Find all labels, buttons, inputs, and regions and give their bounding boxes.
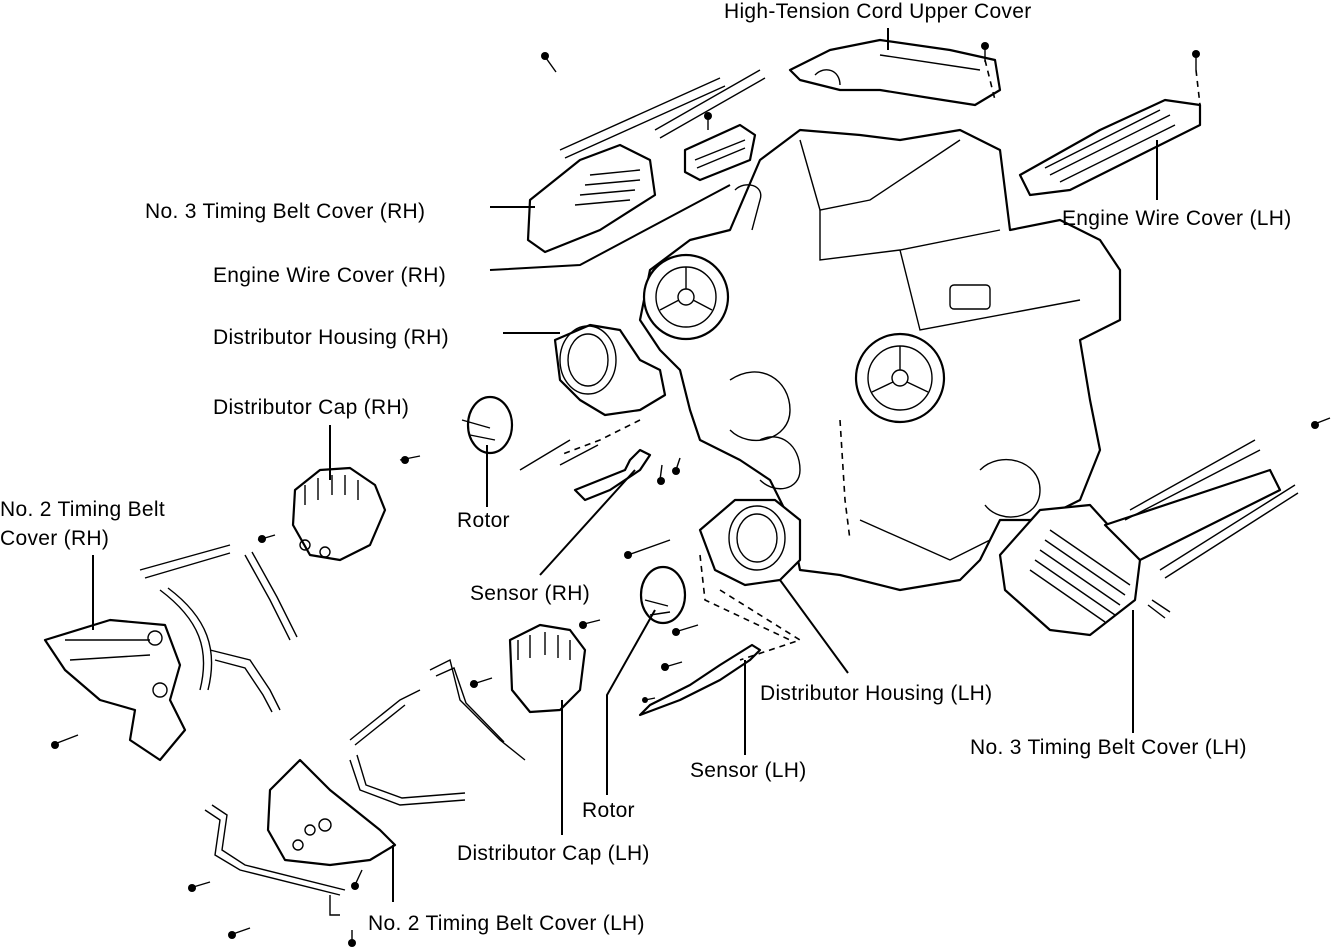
sensor-rh [519, 439, 652, 502]
bolts [51, 42, 1331, 947]
label-rotor-lh: Rotor [582, 799, 635, 822]
no2-timing-belt-cover-lh [204, 658, 526, 916]
no2-timing-belt-cover-rh [43, 544, 298, 762]
label-no2-timing-belt-cover-rh-line1: No. 2 Timing Belt [0, 498, 165, 521]
leader-lines [92, 28, 1158, 902]
engine-wire-cover-lh [1018, 98, 1202, 197]
label-distributor-cap-lh: Distributor Cap (LH) [457, 842, 650, 865]
distributor-housing-lh [698, 498, 802, 587]
no3-timing-belt-cover-lh [998, 439, 1299, 637]
labels: High-Tension Cord Upper Cover No. 3 Timi… [0, 0, 1292, 935]
label-distributor-housing-rh: Distributor Housing (RH) [213, 326, 449, 349]
label-no2-timing-belt-cover-lh: No. 2 Timing Belt Cover (LH) [368, 912, 645, 935]
label-distributor-cap-rh: Distributor Cap (RH) [213, 396, 409, 419]
engine-block [638, 128, 1122, 592]
alignment-lines [559, 59, 1201, 661]
rotor-rh [461, 395, 514, 455]
distributor-cap-lh [508, 623, 587, 714]
rotor-lh [639, 565, 687, 625]
distributor-housing-rh [553, 323, 667, 417]
label-rotor-rh: Rotor [457, 509, 510, 532]
engine-wire-cover-rh [683, 123, 757, 182]
sensor-lh [638, 643, 762, 717]
label-no2-timing-belt-cover-rh-line2: Cover (RH) [0, 527, 109, 550]
high-tension-cord-upper-cover [788, 38, 1002, 107]
label-engine-wire-cover-lh: Engine Wire Cover (LH) [1062, 207, 1292, 230]
label-sensor-rh: Sensor (RH) [470, 582, 590, 605]
no3-timing-belt-cover-rh [526, 69, 766, 254]
label-no3-timing-belt-cover-lh: No. 3 Timing Belt Cover (LH) [970, 736, 1247, 759]
distributor-cap-rh [291, 466, 387, 562]
label-high-tension-cord-upper-cover: High-Tension Cord Upper Cover [724, 0, 1032, 23]
label-sensor-lh: Sensor (LH) [690, 759, 807, 782]
label-engine-wire-cover-rh: Engine Wire Cover (RH) [213, 264, 446, 287]
label-distributor-housing-lh: Distributor Housing (LH) [760, 682, 992, 705]
label-no3-timing-belt-cover-rh: No. 3 Timing Belt Cover (RH) [145, 200, 425, 223]
